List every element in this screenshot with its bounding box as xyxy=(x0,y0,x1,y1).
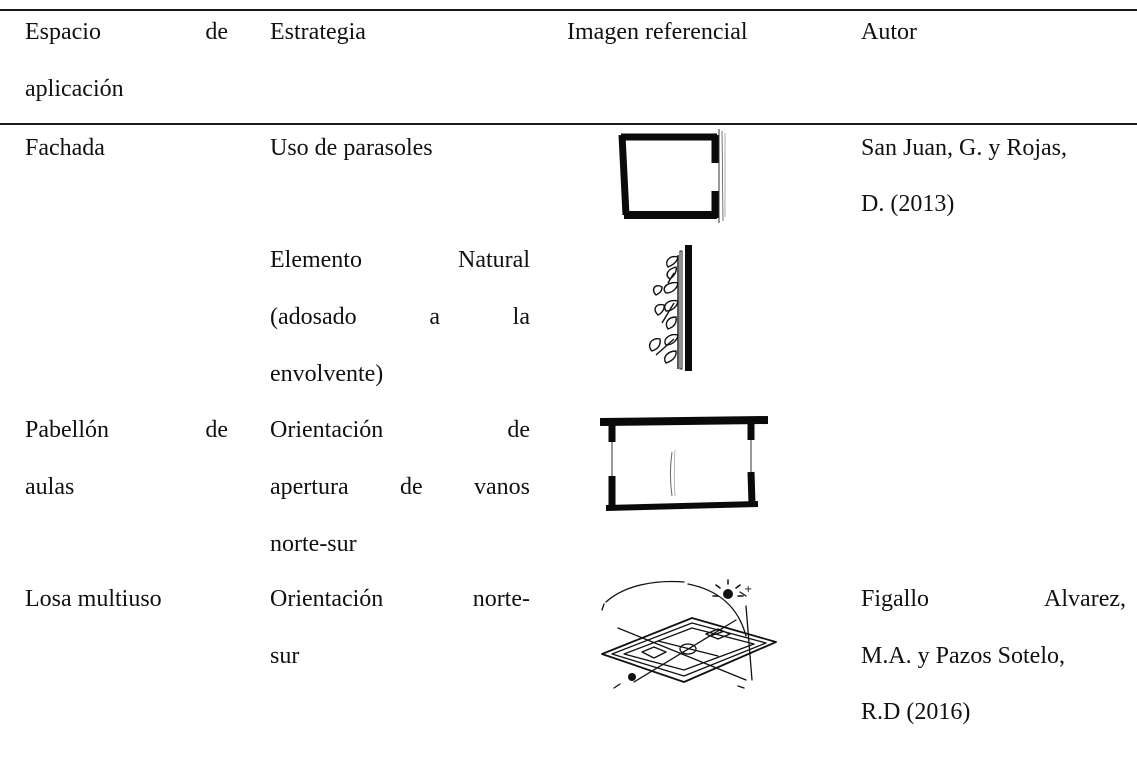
header-space-line2: aplicación xyxy=(25,76,124,102)
row2-strategy-word: a xyxy=(429,304,440,330)
row3-strategy-word: de xyxy=(399,474,423,500)
row3-space-word: de xyxy=(205,417,228,443)
row4-author-word: Figallo xyxy=(861,586,930,612)
row2-strategy-word: (adosado xyxy=(270,304,357,330)
row2-strategy-word: Natural xyxy=(458,247,530,273)
header-image: Imagen referencial xyxy=(567,19,748,45)
row4-author-line1: Figallo Alvarez, xyxy=(861,587,1126,611)
row3-strategy-line1: Orientación de xyxy=(270,418,530,442)
row1-strategy: Uso de parasoles xyxy=(270,135,433,161)
svg-text:+: + xyxy=(744,584,752,595)
header-strategy: Estrategia xyxy=(270,19,366,45)
row4-strategy-word: Orientación xyxy=(270,586,384,612)
header-space-word2: de xyxy=(205,19,228,45)
row4-author-line2: M.A. y Pazos Sotelo, xyxy=(861,643,1065,669)
row2-strategy-word: la xyxy=(512,304,530,330)
row4-space: Losa multiuso xyxy=(25,586,162,612)
row3-strategy-word: de xyxy=(507,417,530,443)
row3-space-line1: Pabellón de xyxy=(25,418,228,442)
classroom-section-illustration xyxy=(599,416,769,511)
row4-author-line3: R.D (2016) xyxy=(861,699,971,725)
window-parasol-illustration xyxy=(618,129,726,223)
row4-strategy-word: norte- xyxy=(472,586,530,612)
row3-space-word: Pabellón xyxy=(25,417,109,443)
row2-strategy-word: Elemento xyxy=(270,247,362,273)
row2-strategy-line3: envolvente) xyxy=(270,361,384,387)
row4-strategy-line2: sur xyxy=(270,643,300,669)
green-wall-plants-illustration xyxy=(648,245,692,371)
row2-strategy-line2: (adosado a la xyxy=(270,305,530,329)
row3-strategy-line3: norte-sur xyxy=(270,531,357,557)
row3-space-line2: aulas xyxy=(25,474,75,500)
row4-strategy-line1: Orientación norte- xyxy=(270,587,530,611)
sports-court-sun-path-illustration: + xyxy=(601,579,777,689)
row2-strategy-line1: Elemento Natural xyxy=(270,248,530,272)
header-space-word1: Espacio xyxy=(25,19,101,45)
row1-author-line1: San Juan, G. y Rojas, xyxy=(861,135,1067,161)
table-header-rule xyxy=(0,123,1137,125)
row3-strategy-word: Orientación xyxy=(270,417,384,443)
row4-author-word: Alvarez, xyxy=(1044,586,1126,612)
table-top-rule xyxy=(0,9,1137,11)
row3-strategy-word: vanos xyxy=(473,474,530,500)
header-space-line1: Espacio de xyxy=(25,20,228,44)
header-author: Autor xyxy=(861,19,917,45)
row3-strategy-line2: apertura de vanos xyxy=(270,475,530,499)
row1-space: Fachada xyxy=(25,135,105,161)
row1-author-line2: D. (2013) xyxy=(861,191,955,217)
row3-strategy-word: apertura xyxy=(270,474,349,500)
